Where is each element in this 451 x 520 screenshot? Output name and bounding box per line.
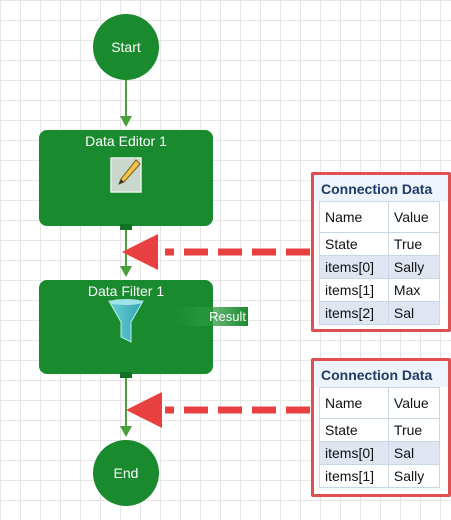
- connection-data-table: Name Value State True items[0] Sal items…: [319, 387, 441, 488]
- output-port[interactable]: [120, 372, 132, 378]
- cell-value: Sally: [387, 464, 441, 488]
- pointer-arrow-2: [126, 392, 310, 428]
- column-header-value: Value: [387, 387, 441, 419]
- column-header-value: Value: [387, 201, 441, 233]
- table-row: State True: [319, 418, 441, 442]
- data-editor-node[interactable]: Data Editor 1: [39, 130, 213, 230]
- connector-filter-end: [120, 376, 132, 437]
- table-row: items[1] Sally: [319, 464, 441, 488]
- start-label: Start: [111, 39, 141, 55]
- cell-name: items[1]: [319, 278, 389, 302]
- cell-name: State: [319, 418, 389, 442]
- panel-title: Connection Data: [314, 361, 448, 387]
- cell-name: items[0]: [319, 441, 389, 465]
- connector-editor-filter: [120, 228, 132, 277]
- cell-name: State: [319, 232, 389, 256]
- cell-value: True: [387, 232, 441, 256]
- data-filter-label: Data Filter 1: [88, 283, 164, 299]
- cell-name: items[1]: [319, 464, 389, 488]
- result-output[interactable]: Result: [160, 307, 248, 326]
- connection-data-panel-2: Connection Data Name Value State True it…: [311, 358, 451, 497]
- connection-data-panel-1: Connection Data Name Value State True it…: [311, 172, 451, 332]
- column-header-name: Name: [319, 201, 389, 233]
- table-row: items[0] Sally: [319, 255, 441, 279]
- funnel-icon: [108, 299, 144, 343]
- column-header-name: Name: [319, 387, 389, 419]
- panel-title: Connection Data: [314, 175, 448, 201]
- end-node[interactable]: End: [93, 440, 159, 506]
- table-row: items[2] Sal: [319, 301, 441, 325]
- data-editor-label: Data Editor 1: [85, 133, 167, 149]
- pointer-arrow-1: [122, 234, 310, 270]
- pencil-note-icon: [110, 157, 142, 193]
- result-label: Result: [209, 309, 246, 324]
- cell-value: Sal: [387, 301, 441, 325]
- data-filter-node[interactable]: Data Filter 1 Result: [39, 280, 248, 378]
- connection-data-table: Name Value State True items[0] Sally ite…: [319, 201, 441, 325]
- cell-name: items[0]: [319, 255, 389, 279]
- cell-value: True: [387, 418, 441, 442]
- cell-value: Max: [387, 278, 441, 302]
- cell-value: Sally: [387, 255, 441, 279]
- connector-start-editor: [120, 78, 132, 127]
- table-row: items[1] Max: [319, 278, 441, 302]
- cell-name: items[2]: [319, 301, 389, 325]
- output-port[interactable]: [120, 224, 132, 230]
- table-row: State True: [319, 232, 441, 256]
- cell-value: Sal: [387, 441, 441, 465]
- table-row: items[0] Sal: [319, 441, 441, 465]
- end-label: End: [114, 465, 139, 481]
- start-node[interactable]: Start: [93, 14, 159, 80]
